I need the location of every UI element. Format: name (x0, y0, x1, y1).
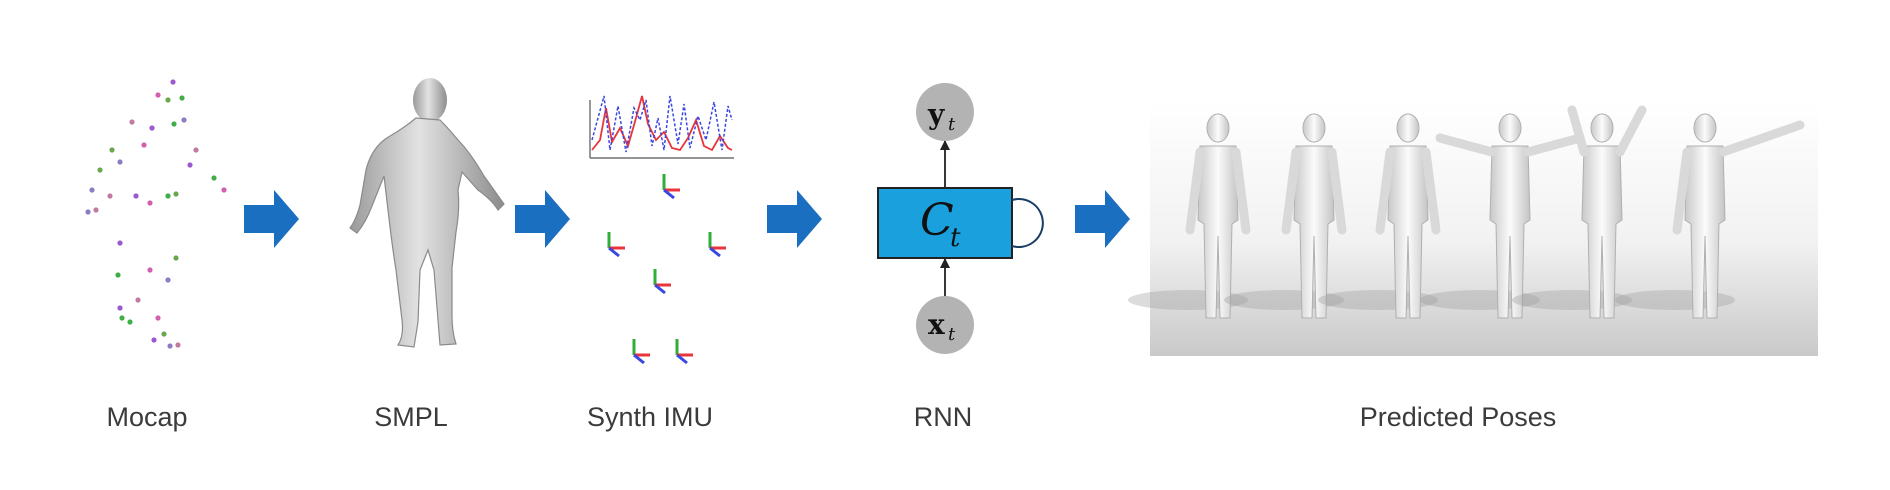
mocap-point (135, 297, 141, 303)
rnn-input-node (916, 296, 974, 354)
mocap-point (179, 95, 185, 101)
arrow-icon (244, 190, 299, 248)
imu-axis-triad (653, 269, 671, 295)
rnn-output-node (916, 83, 974, 141)
predicted-pose-figure (1318, 113, 1441, 319)
stage-label-mocap: Mocap (106, 402, 188, 432)
rnn-cell-icon: C t y t x t (877, 83, 1044, 354)
mocap-point (109, 147, 115, 153)
mocap-point (119, 315, 125, 321)
mocap-point (181, 117, 187, 123)
rnn-output-label: y (927, 98, 945, 131)
mocap-point (155, 315, 161, 321)
mocap-point (170, 79, 176, 85)
mocap-point (171, 121, 177, 127)
arrow-icon (515, 190, 570, 248)
mocap-point (193, 147, 199, 153)
imu-signal-plot-icon (589, 95, 734, 159)
rnn-cell-box (877, 187, 1013, 259)
mocap-point (97, 167, 103, 173)
mocap-point (173, 191, 179, 197)
predicted-pose-figure (1615, 113, 1805, 319)
mocap-point (117, 240, 123, 246)
mocap-point (167, 343, 173, 349)
smpl-body-icon (349, 78, 505, 348)
mocap-point (211, 175, 217, 181)
predicted-pose-figure (1420, 113, 1585, 319)
mocap-point (165, 193, 171, 199)
stage-label-rnn: RNN (913, 402, 973, 432)
rnn-output-sub: t (948, 114, 956, 135)
mocap-point (149, 125, 155, 131)
mocap-point (107, 193, 113, 199)
mocap-point (127, 319, 133, 325)
predicted-pose-figure (1224, 113, 1347, 319)
mocap-point (155, 92, 161, 98)
mocap-point (117, 305, 123, 311)
mocap-point (89, 187, 95, 193)
mocap-point (85, 209, 91, 215)
mocap-point (147, 267, 153, 273)
mocap-point (173, 255, 179, 261)
imu-axis-triad (632, 339, 650, 365)
rnn-cell-sub: t (950, 223, 961, 253)
predicted-pose-figure (1512, 105, 1647, 319)
imu-axis-triad (662, 174, 680, 200)
stage-label-synth-imu: Synth IMU (586, 402, 714, 432)
mocap-point (115, 272, 121, 278)
mocap-point (93, 207, 99, 213)
arrow-icon (1075, 190, 1130, 248)
imu-axes-icon (607, 174, 726, 365)
mocap-point (165, 97, 171, 103)
pose-sequence-icon (1128, 100, 1818, 356)
mocap-point (221, 187, 227, 193)
rnn-cell-label: C (920, 195, 954, 246)
mocap-point (133, 193, 139, 199)
mocap-points-icon (85, 79, 227, 349)
mocap-point (161, 331, 167, 337)
mocap-point (165, 277, 171, 283)
mocap-point (147, 200, 153, 206)
mocap-point (141, 142, 147, 148)
mocap-point (117, 159, 123, 165)
predicted-pose-figure (1128, 113, 1251, 319)
rnn-input-label: x (928, 308, 945, 341)
mocap-point (175, 342, 181, 348)
mocap-point (187, 162, 193, 168)
stage-label-smpl: SMPL (374, 402, 448, 432)
imu-axis-triad (675, 339, 693, 365)
arrow-icon (767, 190, 822, 248)
imu-axis-triad (708, 232, 726, 258)
mocap-point (129, 119, 135, 125)
stage-label-predicted-poses: Predicted Poses (1359, 402, 1557, 432)
mocap-point (151, 337, 157, 343)
imu-axis-triad (607, 232, 625, 258)
rnn-input-sub: t (948, 324, 956, 345)
